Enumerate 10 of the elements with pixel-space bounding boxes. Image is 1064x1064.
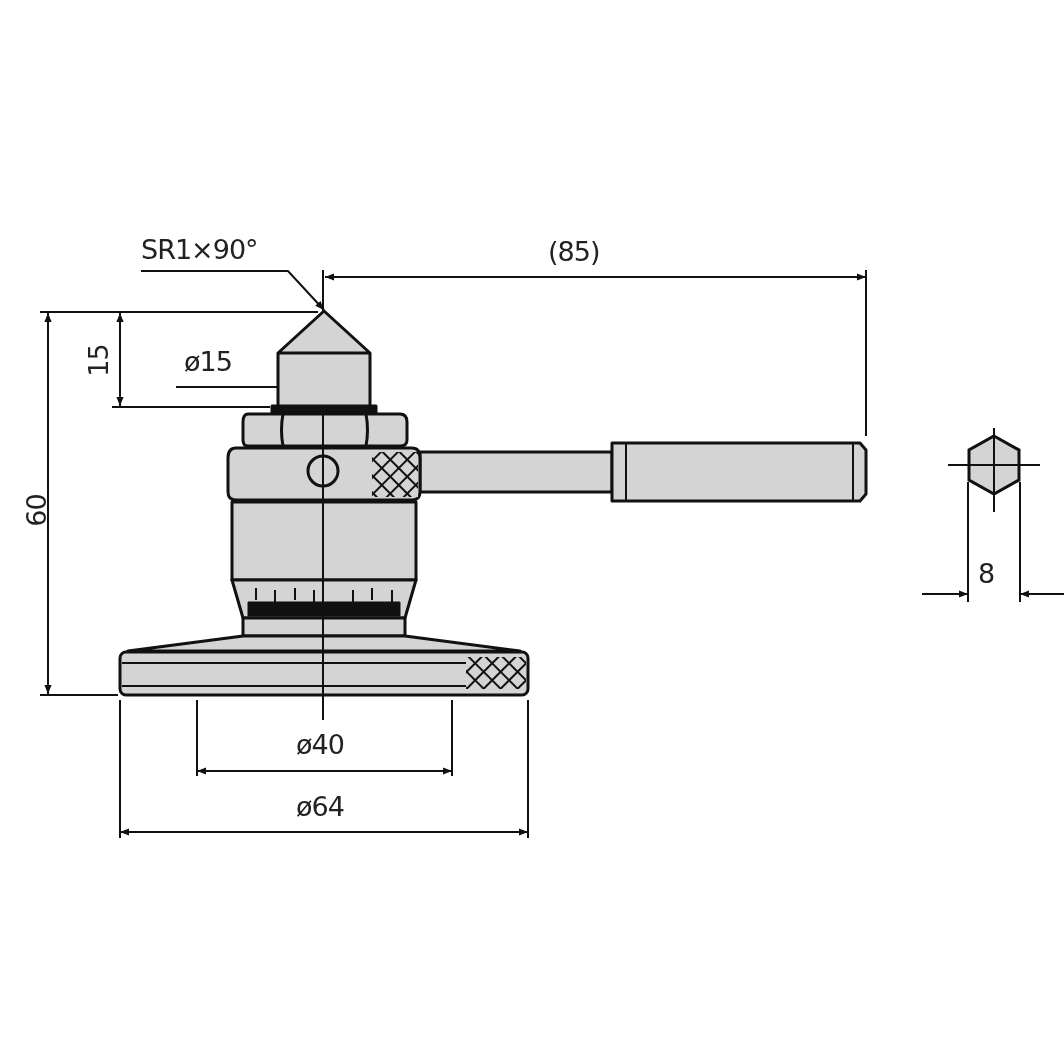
dimension-value: 60 <box>22 494 50 527</box>
probe-tip-drawing <box>275 309 373 408</box>
dimension-value: (85) <box>548 238 600 265</box>
leader-line <box>140 270 325 311</box>
dimension-value: ø40 <box>296 731 344 758</box>
dimension-value: ø15 <box>184 348 232 375</box>
dimension-value: ø64 <box>296 793 344 820</box>
callout-text: SR1×90° <box>141 236 258 271</box>
dimension-value: 15 <box>84 344 112 377</box>
dimension-value: 8 <box>978 560 995 587</box>
